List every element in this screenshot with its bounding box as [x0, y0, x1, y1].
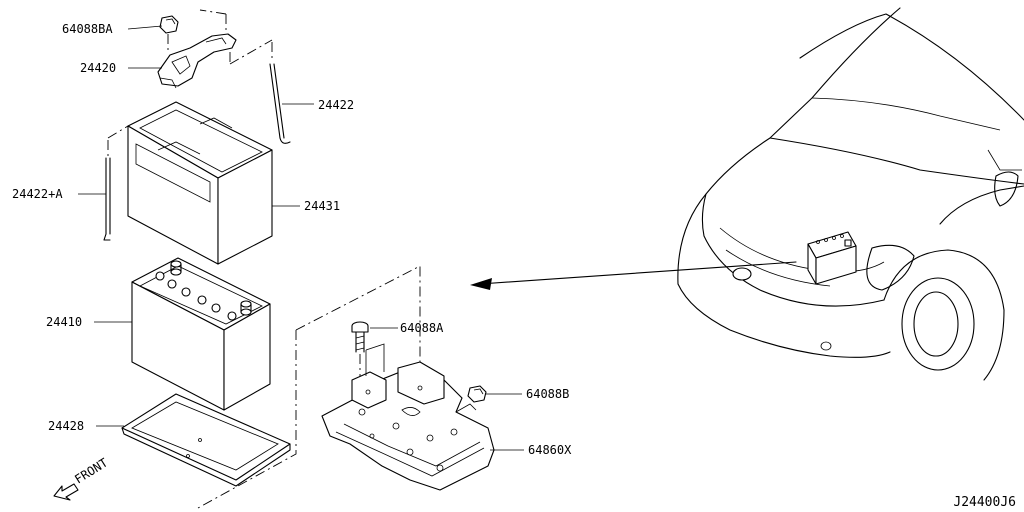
bracket-24420-part [157, 9, 273, 89]
bolt-64088a-part [351, 321, 369, 386]
label-battery-24410: 24410 [46, 315, 82, 329]
leader-lines [78, 25, 524, 451]
label-bracket-24420: 24420 [80, 61, 116, 75]
label-nut-64088b: 64088B [526, 387, 569, 401]
front-direction-indicator: FRONT [53, 456, 110, 501]
figure-code: J24400J6 [953, 495, 1016, 510]
battery-location-icon [807, 231, 857, 285]
bracket-64860x-part [321, 343, 495, 491]
label-bolt-64088a: 64088A [400, 321, 444, 335]
label-nut-64088ba: 64088BA [62, 22, 113, 36]
tray-24428-part [121, 393, 291, 487]
label-rod-24422a: 24422+A [12, 187, 63, 201]
vehicle-outline [677, 7, 1024, 381]
cover-24431-part [107, 101, 273, 265]
battery-24410-part [131, 257, 271, 411]
rod-24422-part [269, 42, 291, 144]
front-label: FRONT [72, 456, 110, 487]
rod-24422a-part [103, 140, 111, 241]
nut-64088ba-part [159, 15, 179, 52]
label-bracket-64860x: 64860X [528, 443, 572, 457]
label-tray-24428: 24428 [48, 419, 84, 433]
nut-64088b-part [467, 385, 487, 403]
label-cover-24431: 24431 [304, 199, 340, 213]
location-arrow [470, 261, 797, 290]
label-rod-24422: 24422 [318, 98, 354, 112]
alignment-guide [197, 265, 421, 509]
